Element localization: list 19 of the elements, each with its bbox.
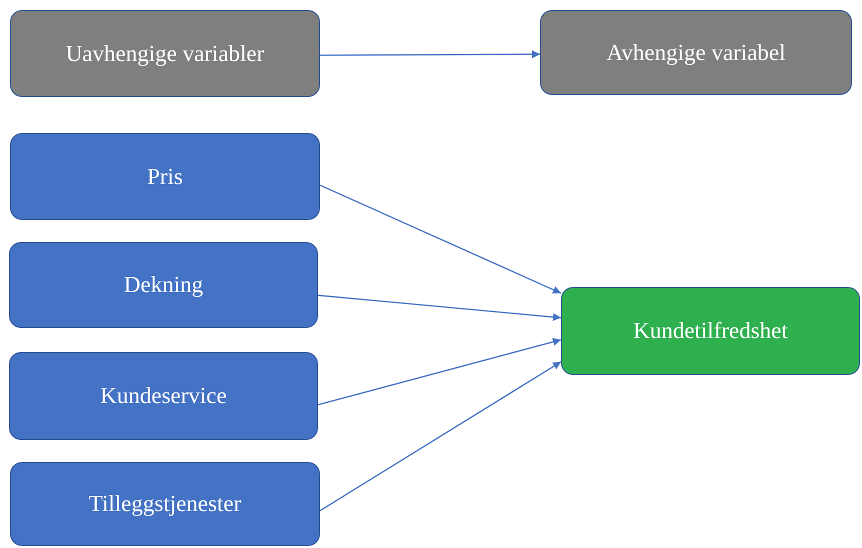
process-box [9, 352, 318, 440]
box-label: Tilleggstjenester [88, 491, 242, 517]
arrow [318, 338, 562, 406]
box-label: Kundetilfredshet [632, 318, 789, 344]
box-label: Uavhengige variabler [64, 40, 266, 66]
arrow [320, 50, 540, 58]
arrow [320, 184, 562, 294]
arrow [320, 361, 562, 512]
box-label: Pris [146, 164, 184, 190]
arrow [318, 294, 562, 322]
process-box [561, 287, 860, 375]
box-label: Dekning [122, 272, 204, 298]
process-box [10, 10, 320, 97]
box-label: Kundeservice [99, 383, 228, 409]
process-box [540, 10, 852, 95]
process-box [10, 462, 320, 546]
box-label: Avhengige variabel [605, 40, 787, 66]
process-box [10, 133, 320, 220]
process-box [9, 242, 318, 328]
